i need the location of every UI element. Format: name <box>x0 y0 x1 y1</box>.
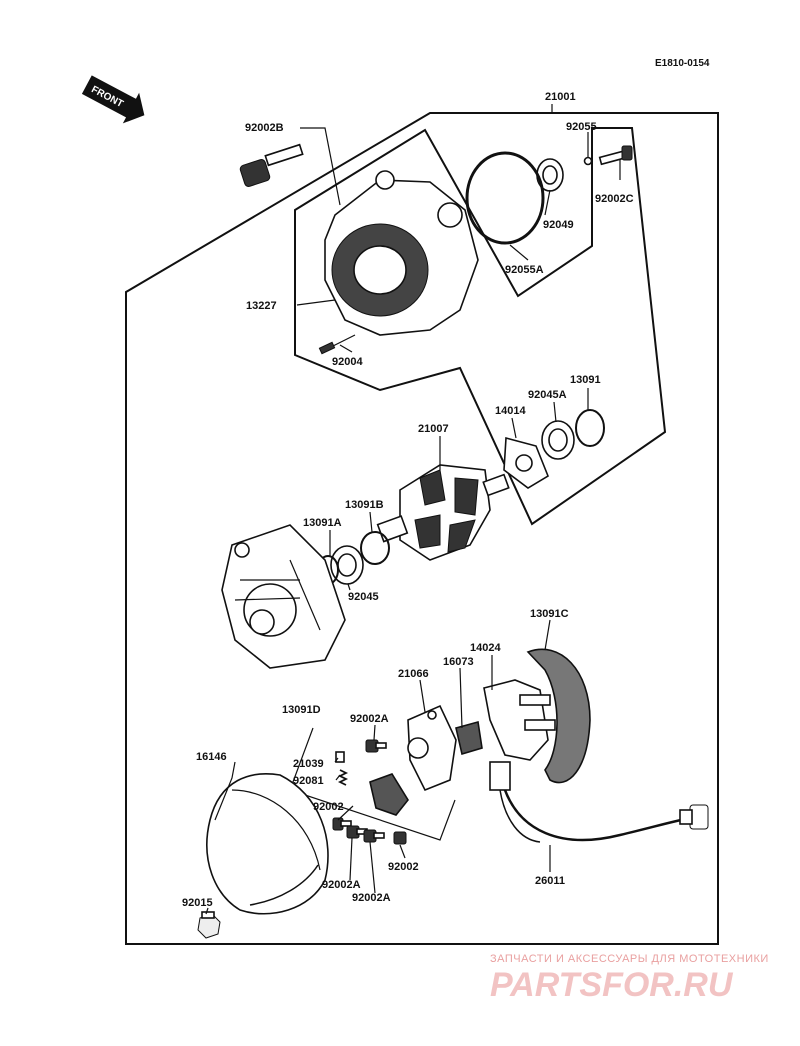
bolt-92002a-lower-2 <box>363 829 385 843</box>
washer-92055 <box>583 156 593 166</box>
label-13091: 13091 <box>570 374 601 386</box>
part-21039 <box>335 751 345 763</box>
cover-16146 <box>206 773 329 915</box>
spring-92081 <box>337 769 349 786</box>
end-housing <box>221 524 346 669</box>
bearing-92045 <box>330 545 364 585</box>
ring-13091b <box>360 531 390 565</box>
rotor-21007 <box>376 464 510 561</box>
label-21039: 21039 <box>293 758 324 770</box>
label-21001: 21001 <box>545 91 576 103</box>
bracket-14024 <box>483 679 556 761</box>
brush-holder <box>369 773 409 816</box>
label-92002a-lower-2: 92002A <box>352 892 391 904</box>
label-92004: 92004 <box>332 356 363 368</box>
nut-92015 <box>197 911 221 939</box>
label-92002-right: 92002 <box>388 861 419 873</box>
wire-harness-26011 <box>489 761 709 843</box>
stator-housing-13227 <box>318 170 479 355</box>
bolt-92002-b <box>393 831 407 845</box>
inner-group-outline <box>294 127 667 526</box>
ring-13091 <box>575 409 605 447</box>
o-ring-92055a <box>465 151 545 245</box>
brush-16073 <box>455 720 483 756</box>
label-92045a: 92045A <box>528 389 567 401</box>
label-16073: 16073 <box>443 656 474 668</box>
watermark-tagline: ЗАПЧАСТИ И АКСЕССУАРЫ ДЛЯ МОТОТЕХНИКИ <box>490 953 769 965</box>
bolt-92002-a <box>332 817 352 831</box>
label-92081: 92081 <box>293 775 324 787</box>
cover-13091c <box>526 648 591 784</box>
label-92002-left: 92002 <box>313 801 344 813</box>
bolt-92002a-lower-1 <box>346 825 368 839</box>
bolt-92002a-upper <box>365 739 387 753</box>
label-14014: 14014 <box>495 405 526 417</box>
bracket-13091d <box>289 727 456 841</box>
label-13091a: 13091A <box>303 517 342 529</box>
label-13091d: 13091D <box>282 704 321 716</box>
label-13227: 13227 <box>246 300 277 312</box>
diagram-code: E1810-0154 <box>655 58 710 69</box>
label-14024: 14024 <box>470 642 501 654</box>
front-arrow-icon: FRONT <box>81 75 145 124</box>
label-21007: 21007 <box>418 423 449 435</box>
label-26011: 26011 <box>535 875 565 887</box>
label-92002b: 92002B <box>245 122 284 134</box>
label-92002a-upper: 92002A <box>350 713 389 725</box>
label-21066: 21066 <box>398 668 429 680</box>
label-92015: 92015 <box>182 897 213 909</box>
label-92049: 92049 <box>543 219 574 231</box>
label-13091b: 13091B <box>345 499 384 511</box>
bolt-92002b <box>239 143 304 187</box>
watermark-logo: PARTSFOR.RU <box>490 966 734 1004</box>
assembly-outline <box>125 112 719 945</box>
label-92045: 92045 <box>348 591 379 603</box>
label-13091c: 13091C <box>530 608 569 620</box>
label-92002a-lower-1: 92002A <box>322 879 361 891</box>
label-92055: 92055 <box>566 121 597 133</box>
label-92055a: 92055A <box>505 264 544 276</box>
label-16146: 16146 <box>196 751 227 763</box>
bolt-92002c <box>598 145 633 166</box>
leader-lines <box>205 104 621 915</box>
bearing-92045a <box>541 420 575 460</box>
label-92002c: 92002C <box>595 193 634 205</box>
regulator-21066 <box>407 704 457 792</box>
